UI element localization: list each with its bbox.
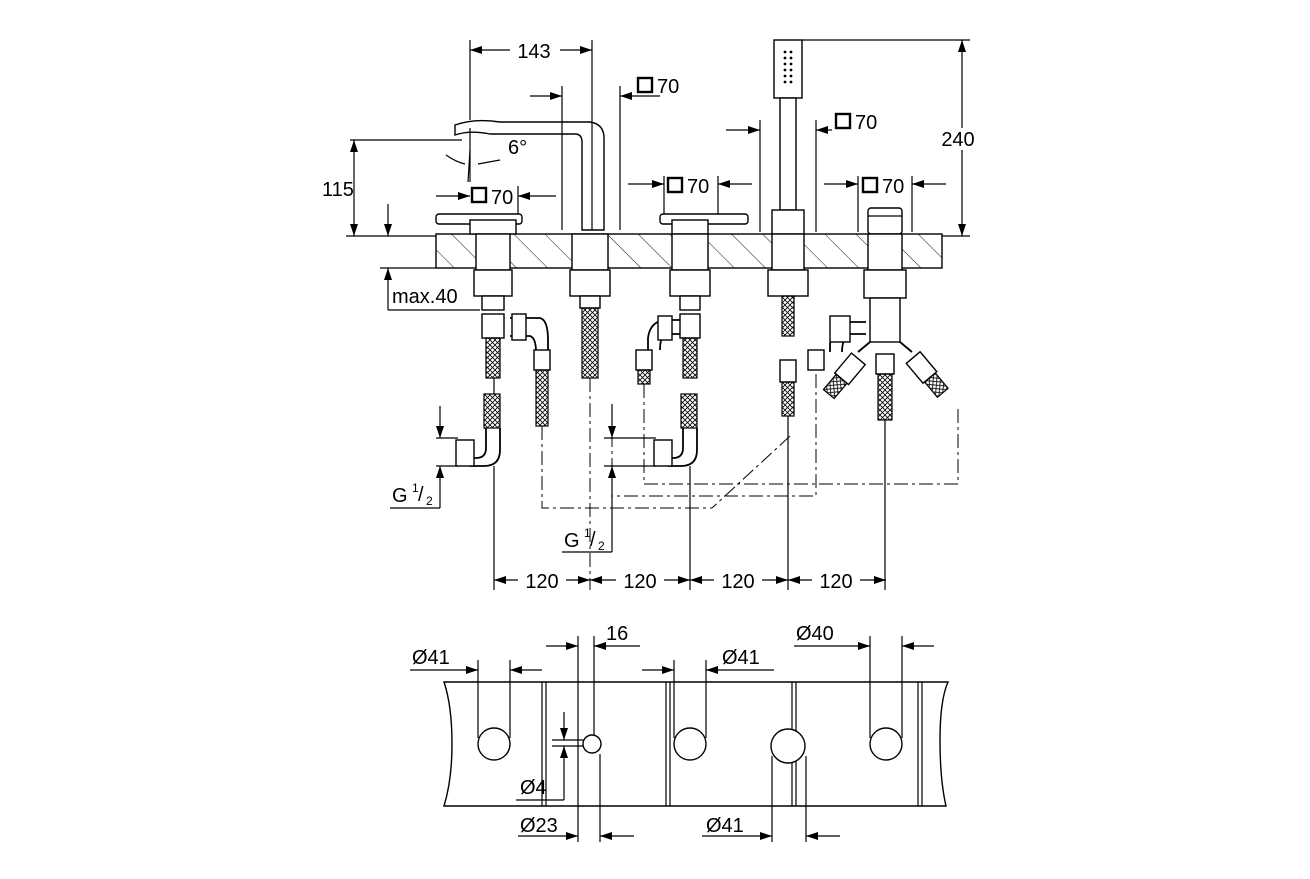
connection-mid-den: 2 — [598, 539, 605, 553]
hole-3 — [869, 727, 903, 761]
left-valve — [435, 213, 712, 590]
hole-3-label: Ø40 — [796, 623, 834, 645]
dimension-middle-valve-square: 70 — [628, 176, 752, 214]
shower-square-label: 70 — [855, 112, 877, 134]
hole-2 — [673, 727, 707, 761]
hole-bottom-label: Ø41 — [706, 815, 744, 837]
connection-mid-num: 1 — [584, 526, 591, 540]
spacing-1: 120 — [525, 571, 558, 593]
square-symbol-icon — [636, 76, 654, 94]
pin-label: Ø4 — [520, 777, 547, 799]
fraction-slash: / — [418, 484, 424, 506]
dimension-spout-height: 115 — [322, 140, 358, 236]
square-symbol-icon — [666, 176, 684, 194]
total-height-label-bg: 240 — [941, 129, 974, 151]
dimension-shower-square: 70 — [726, 112, 877, 232]
connection-left-dimension: G 1 / 2 — [390, 406, 458, 509]
spout-width-label: 143 — [517, 41, 550, 63]
spacing-3: 120 — [721, 571, 754, 593]
connection-mid-main: G — [564, 530, 580, 552]
hole-1-label: Ø41 — [412, 647, 450, 669]
middle-valve-square-label: 70 — [687, 176, 709, 198]
square-symbol-icon — [834, 112, 852, 130]
diverter-square-label: 70 — [882, 176, 904, 198]
connection-left-den: 2 — [426, 494, 433, 508]
dimension-spout-square: 70 — [530, 76, 679, 230]
dimension-spacings: 120 120 120 120 — [494, 568, 886, 593]
dimension-deck-thickness: max.40 — [384, 204, 480, 311]
plan-view: Ø41 16 Ø41 Ø40 Ø4 — [410, 623, 950, 842]
hole-bottom — [770, 728, 806, 764]
spacing-2: 120 — [623, 571, 656, 593]
dimension-total-height: 240 240 — [802, 39, 979, 237]
connection-left-main: G — [392, 485, 408, 507]
hole-1 — [477, 727, 511, 761]
middle-valve — [611, 213, 959, 590]
dimension-diverter-square: 70 — [824, 176, 946, 232]
square-symbol-icon — [861, 176, 879, 194]
hole-2-label: Ø41 — [722, 647, 760, 669]
connection-mid-dimension: G 1 / 2 — [562, 404, 656, 553]
spout-square-label: 70 — [657, 76, 679, 98]
spacing-4: 120 — [819, 571, 852, 593]
hole-small — [582, 734, 602, 754]
offset-label: 16 — [606, 623, 628, 645]
dimension-spout-width: 143 — [469, 40, 593, 230]
elevation-view: 143 70 115 6° — [322, 39, 979, 593]
spout-angle-label: 6° — [508, 137, 527, 159]
dimension-left-valve-square: 70 — [436, 186, 556, 214]
total-height-label: 240 — [941, 129, 974, 151]
connection-left-num: 1 — [412, 481, 419, 495]
hole-small-label: Ø23 — [520, 815, 558, 837]
spout — [350, 119, 611, 590]
left-valve-square-label: 70 — [491, 187, 513, 209]
diverter — [711, 207, 949, 590]
square-symbol-icon — [470, 186, 488, 204]
deck-thickness-label: max.40 — [392, 286, 458, 308]
fraction-slash: / — [590, 529, 596, 551]
spout-height-label: 115 — [322, 179, 354, 201]
hand-shower — [767, 39, 809, 590]
